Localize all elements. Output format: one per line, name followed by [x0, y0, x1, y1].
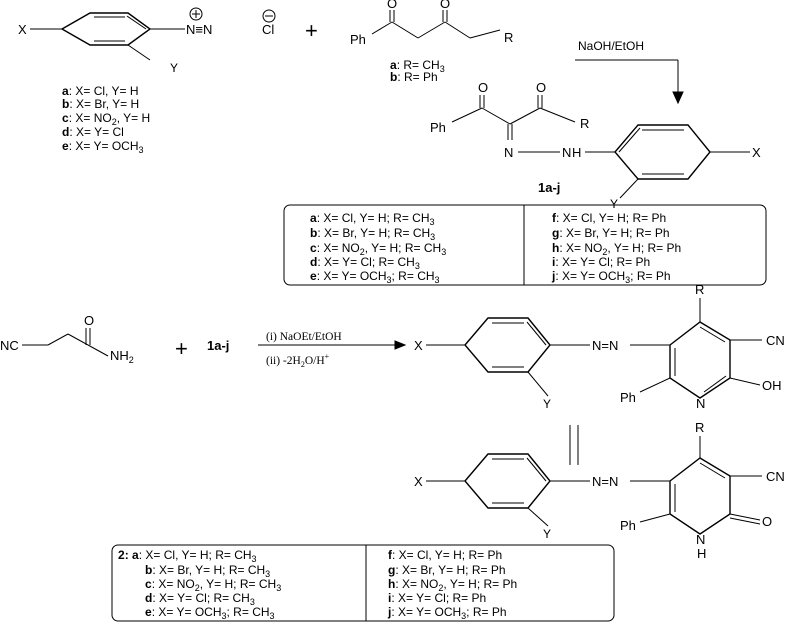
ring-nitrogen: N [696, 532, 705, 547]
table-row: c: X= NO2, Y= H; R= CH3 [310, 241, 446, 257]
table-row: e: X= Y= OCH3; R= CH3 [145, 605, 275, 621]
diazonium-salt: X Y N≡N ⊕ Cl ⊖ [18, 7, 276, 75]
legend-line: a: X= Cl, Y= H [62, 84, 139, 98]
pyridone-oxygen: O [762, 514, 772, 529]
amide-oxygen: O [84, 313, 94, 328]
substituent-x: X [752, 145, 761, 160]
step2-reagent-i: (i) NaOEt/EtOH [266, 331, 342, 343]
legend-line: d: X= Y= Cl [62, 125, 124, 139]
nh-hydrogen: H [697, 546, 706, 561]
table-row: g: X= Br, Y= H; R= Ph [552, 226, 670, 240]
table-row: f: X= Cl, Y= H; R= Ph [552, 211, 666, 225]
legend-line: c: X= NO2, Y= H [62, 111, 150, 127]
table-row: g: X= Br, Y= H; R= Ph [388, 563, 506, 577]
substituent-x: X [414, 338, 423, 353]
table-row: d: X= Y= Cl; R= CH3 [145, 591, 255, 607]
table-row: f: X= Cl, Y= H; R= Ph [388, 548, 502, 562]
table-row: e: X= Y= OCH3; R= CH3 [310, 269, 440, 285]
phenyl-label: Ph [430, 120, 446, 135]
amine-nitrogen: N [562, 145, 571, 160]
imine-nitrogen: N [504, 145, 513, 160]
substituent-y: Y [543, 527, 551, 541]
table-row: i: X= Y= Cl; R= Ph [552, 255, 650, 269]
nitrile-label: CN [766, 469, 785, 484]
step2-arrow: (i) NaOEt/EtOH (ii) -2H2O/H+ [258, 331, 407, 369]
azo-group: N=N [592, 474, 618, 489]
table-row: j: X= Y= OCH3; R= Ph [551, 269, 671, 285]
nitrile-label: NC [0, 338, 19, 353]
step1-arrow: NaOH/EtOH [575, 39, 684, 105]
phenyl-label: Ph [620, 518, 636, 533]
table-row: c: X= NO2, Y= H; R= CH3 [145, 577, 281, 593]
step2-reagent-ii: (ii) -2H2O/H+ [266, 352, 330, 369]
compound-table-1: a: X= Cl, Y= H; R= CH3 b: X= Br, Y= H; R… [283, 204, 767, 286]
diazonium-legend: a: X= Cl, Y= H b: X= Br, Y= H c: X= NO2,… [62, 84, 150, 155]
hydroxypyridine-tautomer: X Y N=N R CN Ph N OH [414, 282, 785, 411]
nitrile-label: CN [766, 333, 785, 348]
carbonyl-oxygen: O [478, 80, 488, 95]
substituent-x: X [414, 474, 423, 489]
substituent-y: Y [610, 197, 618, 211]
table-row: h: X= NO2, Y= H; R= Ph [388, 577, 517, 593]
r-group: R [695, 420, 704, 435]
diketone-legend: a: R= CH3 b: R= Ph [390, 58, 445, 84]
table-row: d: X= Y= Cl; R= CH3 [310, 255, 420, 271]
table-row: 2: a: X= Cl, Y= H; R= CH3 [118, 548, 257, 564]
legend-line: e: X= Y= OCH3 [62, 139, 144, 155]
phenyl-label: Ph [350, 32, 366, 47]
ring-nitrogen: N [696, 396, 705, 411]
table-row: a: X= Cl, Y= H; R= CH3 [310, 211, 435, 227]
equilibrium-arrows [565, 425, 583, 465]
r-group: R [580, 116, 589, 131]
table-row: i: X= Y= Cl; R= Ph [388, 591, 486, 605]
hydroxyl-group: OH [762, 378, 782, 393]
r-group: R [504, 30, 513, 45]
table-row: h: X= NO2, Y= H; R= Ph [552, 241, 681, 257]
cyanoacetamide: NC O NH2 [0, 313, 134, 365]
table-row: j: X= Y= OCH3; R= Ph [387, 605, 507, 621]
substituent-y: Y [170, 61, 178, 75]
legend-line: b: X= Br, Y= H [62, 97, 139, 111]
step1-reagent: NaOH/EtOH [578, 39, 644, 53]
plus-sign: + [175, 336, 188, 361]
table-row: b: X= Br, Y= H; R= CH3 [310, 226, 435, 242]
chloride-label: Cl [262, 22, 274, 37]
r-group: R [695, 282, 704, 297]
diketone: Ph O O R [350, 0, 513, 47]
diazonium-group: N≡N [186, 22, 212, 37]
hydrazone-1: Ph O O R N N H X Y 1a-j [430, 80, 761, 211]
compound-label: 1a-j [207, 338, 229, 353]
plus-sign: + [305, 18, 318, 43]
substituent-y: Y [543, 397, 551, 411]
compound-label: 1a-j [538, 180, 560, 195]
table-row: b: X= Br, Y= H; R= CH3 [145, 563, 270, 579]
amide-nh2: NH2 [110, 348, 134, 365]
carbonyl-oxygen: O [387, 0, 397, 11]
compound-table-2: 2: a: X= Cl, Y= H; R= CH3 b: X= Br, Y= H… [111, 544, 615, 622]
carbonyl-oxygen: O [440, 0, 450, 11]
legend-line: a: R= CH3 [390, 58, 445, 74]
phenyl-label: Ph [620, 390, 636, 405]
amine-hydrogen: H [572, 145, 581, 160]
carbonyl-oxygen: O [536, 80, 546, 95]
legend-line: b: R= Ph [390, 70, 438, 84]
azo-group: N=N [592, 338, 618, 353]
pyridone-tautomer: X Y N=N R CN Ph N H O [414, 420, 785, 561]
substituent-x: X [18, 22, 27, 37]
